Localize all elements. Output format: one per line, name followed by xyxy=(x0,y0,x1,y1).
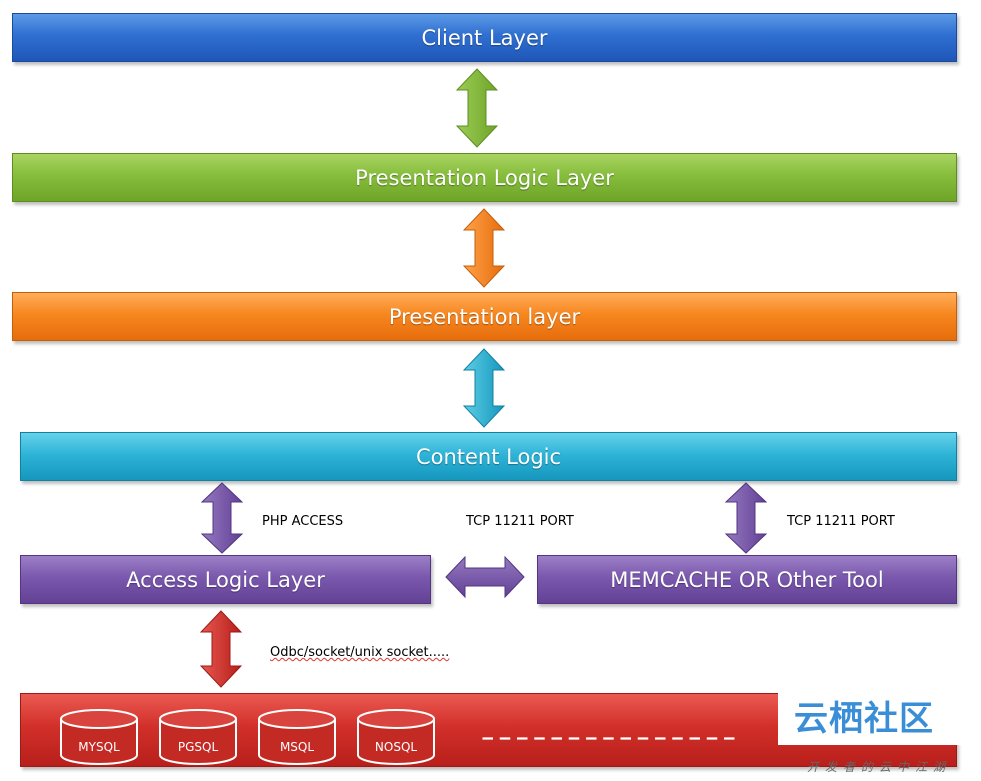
tcp-port-middle-label: TCP 11211 PORT xyxy=(466,514,574,529)
client-layer-label: Client Layer xyxy=(421,25,548,50)
purple-horizontal-double-arrow-icon xyxy=(445,556,525,598)
client-layer-bar: Client Layer xyxy=(12,13,957,62)
database-label: NOSQL xyxy=(374,740,418,754)
presentation-layer-bar: Presentation layer xyxy=(12,292,957,341)
orange-double-arrow-icon xyxy=(463,208,505,288)
database-cylinder-msql: MSQL xyxy=(258,709,336,765)
database-cylinder-pgsql: PGSQL xyxy=(159,709,237,765)
tcp-port-right-label: TCP 11211 PORT xyxy=(787,514,895,529)
database-icon xyxy=(357,709,435,765)
green-double-arrow-icon xyxy=(456,68,498,148)
php-access-label: PHP ACCESS xyxy=(262,514,344,529)
odbc-socket-label: Odbc/socket/unix socket..... xyxy=(270,645,450,660)
access-logic-layer-label: Access Logic Layer xyxy=(126,567,325,592)
database-icon xyxy=(258,709,336,765)
watermark-subtitle: 开发者的云中江湖 xyxy=(806,760,951,774)
database-label: PGSQL xyxy=(177,740,219,754)
database-label: MYSQL xyxy=(78,740,120,754)
cyan-double-arrow-icon xyxy=(463,348,505,428)
database-label: MSQL xyxy=(279,740,315,754)
presentation-logic-layer-label: Presentation Logic Layer xyxy=(355,165,614,190)
access-logic-layer-bar: Access Logic Layer xyxy=(20,555,431,604)
red-double-arrow-icon xyxy=(200,610,242,688)
presentation-layer-label: Presentation layer xyxy=(388,304,581,329)
presentation-logic-layer-bar: Presentation Logic Layer xyxy=(12,153,957,202)
purple-double-arrow-right-icon xyxy=(725,482,767,554)
watermark-logo-text: 云栖社区 xyxy=(794,699,934,739)
database-icon xyxy=(159,709,237,765)
purple-double-arrow-left-icon xyxy=(201,482,243,554)
dashed-continuation-line xyxy=(482,737,738,740)
database-cylinder-mysql: MYSQL xyxy=(60,709,138,765)
content-logic-label: Content Logic xyxy=(415,444,562,469)
memcache-label: MEMCACHE OR Other Tool xyxy=(610,567,884,592)
database-cylinder-nosql: NOSQL xyxy=(357,709,435,765)
content-logic-bar: Content Logic xyxy=(20,432,957,481)
database-icon xyxy=(60,709,138,765)
memcache-bar: MEMCACHE OR Other Tool xyxy=(537,555,957,604)
watermark-logo: 云栖社区 xyxy=(778,689,976,745)
